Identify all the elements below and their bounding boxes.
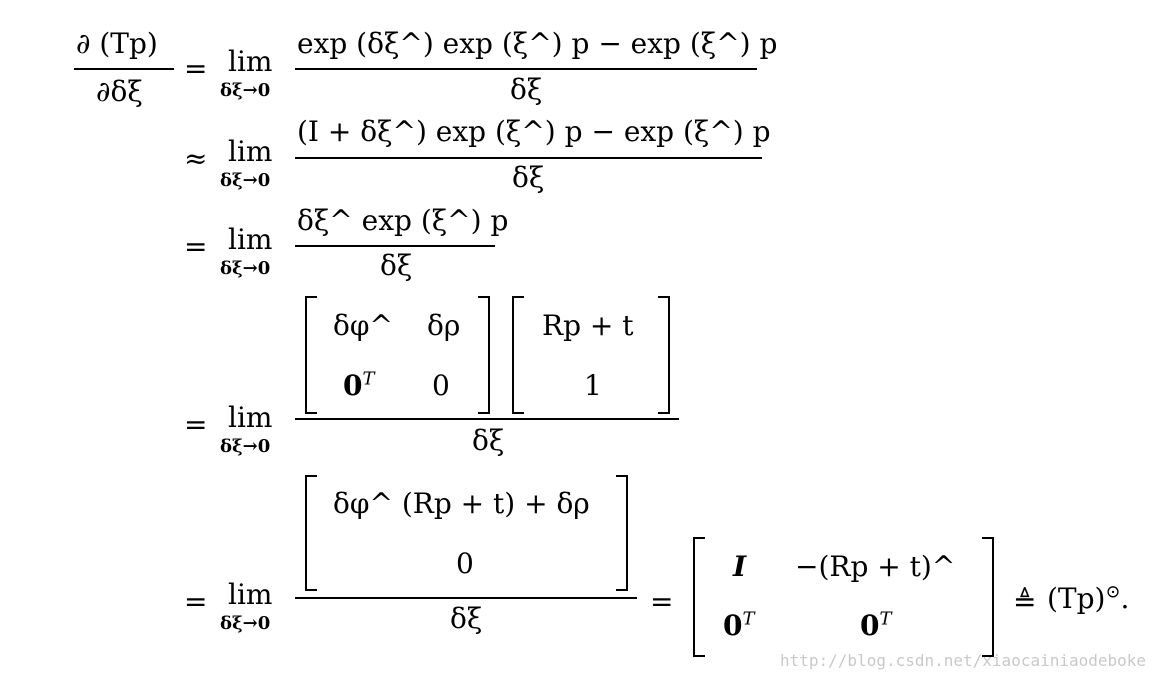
lim-sub-1: δξ→0 — [220, 80, 271, 101]
equals-sign-6: = — [650, 585, 674, 618]
matrix1-d: 0 — [432, 369, 450, 402]
matrix1-a: δφ^ — [333, 309, 393, 342]
lim-1: lim — [228, 45, 273, 78]
result-matrix-left-bracket — [693, 537, 705, 657]
line5-denominator: δξ — [450, 602, 483, 635]
result-matrix-d: 0T — [860, 608, 892, 642]
line2-denominator: δξ — [512, 161, 545, 194]
lim-4: lim — [228, 401, 273, 434]
lim-2: lim — [228, 135, 273, 168]
result-matrix-right-bracket — [982, 537, 994, 657]
lim-3: lim — [228, 223, 273, 256]
line2-numerator: (I + δξ^) exp (ξ^) p − exp (ξ^) p — [297, 115, 771, 148]
line2-fraction-bar — [295, 157, 762, 159]
line5-fraction-bar — [295, 597, 637, 599]
defeq-sign: ≜ — [1013, 585, 1037, 618]
matrix1-right-bracket — [478, 296, 490, 414]
matrix2-right-bracket — [658, 296, 670, 414]
line3-numerator: δξ^ exp (ξ^) p — [297, 204, 509, 237]
result-matrix-b: −(Rp + t)^ — [795, 550, 956, 583]
vector-a: δφ^ (Rp + t) + δρ — [333, 487, 590, 520]
lhs-denominator: ∂δξ — [96, 75, 143, 108]
line3-fraction-bar — [295, 245, 495, 247]
line4-fraction-bar — [295, 418, 679, 420]
lim-5: lim — [228, 578, 273, 611]
line3-denominator: δξ — [380, 249, 413, 282]
matrix2-a: Rp + t — [542, 309, 634, 342]
equals-sign-3: = — [184, 230, 208, 263]
result-tail: (Tp)⊙. — [1047, 581, 1130, 615]
vector-left-bracket — [305, 475, 317, 591]
watermark-url: http://blog.csdn.net/xiaocainiaodeboke — [780, 651, 1147, 670]
matrix1-left-bracket — [305, 296, 317, 414]
equals-sign-5: = — [184, 585, 208, 618]
lhs-numerator: ∂ (Tp) — [76, 27, 158, 60]
lhs-fraction-bar — [74, 68, 174, 70]
matrix1-b: δρ — [427, 309, 461, 342]
line1-denominator: δξ — [510, 73, 543, 106]
line1-fraction-bar — [295, 68, 757, 70]
result-matrix-a: I — [733, 550, 747, 583]
result-matrix-c: 0T — [723, 608, 755, 642]
matrix2-left-bracket — [512, 296, 524, 414]
equals-sign-4: = — [184, 408, 208, 441]
approx-sign: ≈ — [184, 142, 208, 175]
lim-sub-3: δξ→0 — [220, 258, 271, 279]
vector-b: 0 — [456, 547, 474, 580]
equals-sign-1: = — [184, 52, 208, 85]
line1-numerator: exp (δξ^) exp (ξ^) p − exp (ξ^) p — [297, 27, 778, 60]
vector-right-bracket — [616, 475, 628, 591]
line4-denominator: δξ — [472, 424, 505, 457]
matrix1-c: 0T — [343, 368, 375, 402]
lim-sub-4: δξ→0 — [220, 436, 271, 457]
lim-sub-2: δξ→0 — [220, 170, 271, 191]
lim-sub-5: δξ→0 — [220, 613, 271, 634]
matrix2-b: 1 — [584, 369, 602, 402]
